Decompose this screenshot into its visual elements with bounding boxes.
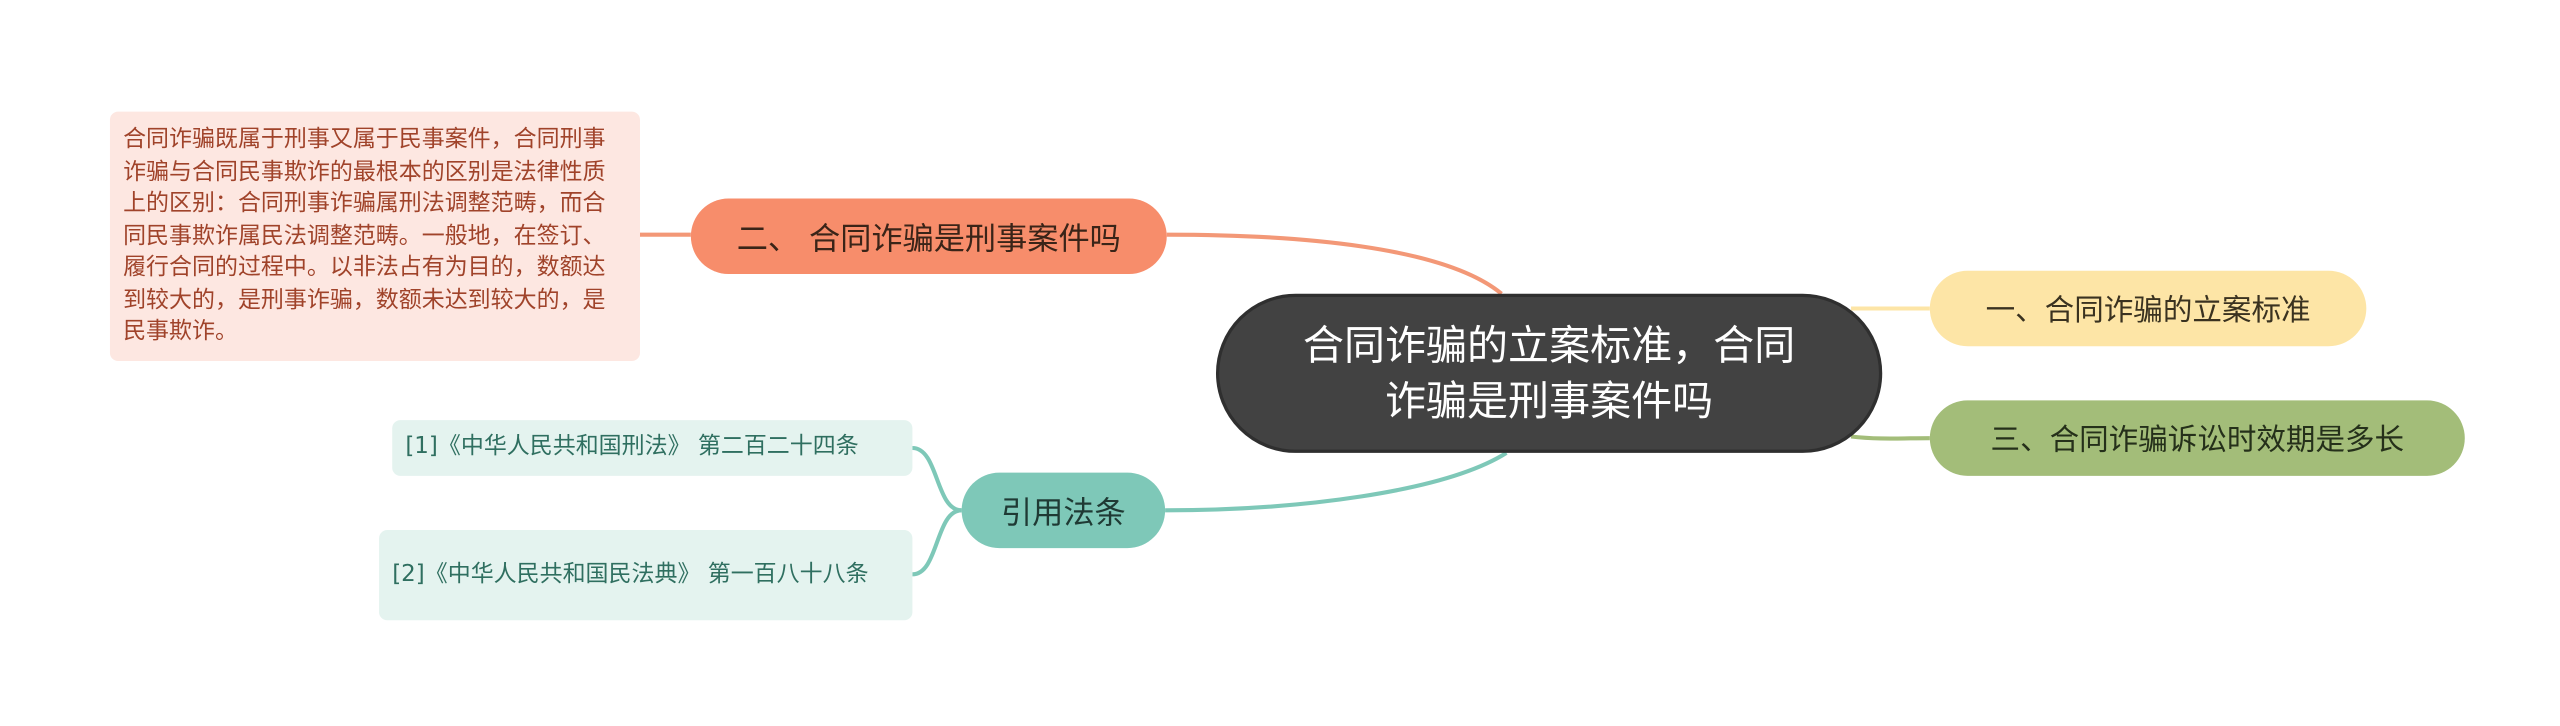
- branch-node-label: 一、合同诈骗的立案标准: [1985, 293, 2311, 329]
- root-topic-label: 合同诈骗的立案标准，合同诈骗是刑事案件吗: [1302, 320, 1796, 425]
- link-root-citations: [1165, 451, 1508, 513]
- branch-node-label: 引用法条: [1000, 494, 1126, 531]
- branch-node-label: 二、 合同诈骗是刑事案件吗: [736, 220, 1121, 257]
- branch-node-filing-standard[interactable]: 一、合同诈骗的立案标准: [1929, 270, 2367, 347]
- link-citations-law2: [912, 508, 963, 577]
- link-citations-law1: [912, 445, 963, 513]
- branch-node-label: 三、合同诈骗诉讼时效期是多长: [1990, 423, 2405, 458]
- link-root-branch-3: [1850, 434, 1930, 441]
- leaf-citation-civil-code[interactable]: [2]《中华人民共和国民法典》 第一百八十八条: [379, 530, 913, 621]
- branch-node-limitation-period[interactable]: 三、合同诈骗诉讼时效期是多长: [1929, 400, 2465, 476]
- leaf-explanation-text: 合同诈骗既属于刑事又属于民事案件，合同刑事诈骗与合同民事欺诈的最根本的区别是法律…: [123, 126, 606, 345]
- link-root-branch-2: [1166, 232, 1503, 296]
- branch-node-citations[interactable]: 引用法条: [961, 472, 1166, 549]
- branch-node-criminal-case[interactable]: 二、 合同诈骗是刑事案件吗: [690, 198, 1167, 275]
- leaf-citation-text: [1]《中华人民共和国刑法》 第二百二十四条: [405, 433, 859, 460]
- leaf-explanation[interactable]: 合同诈骗既属于刑事又属于民事案件，合同刑事诈骗与合同民事欺诈的最根本的区别是法律…: [109, 111, 640, 362]
- leaf-citation-criminal-law[interactable]: [1]《中华人民共和国刑法》 第二百二十四条: [392, 420, 913, 476]
- root-topic[interactable]: 合同诈骗的立案标准，合同诈骗是刑事案件吗: [1215, 293, 1883, 453]
- leaf-citation-text: [2]《中华人民共和国民法典》 第一百八十八条: [392, 560, 869, 588]
